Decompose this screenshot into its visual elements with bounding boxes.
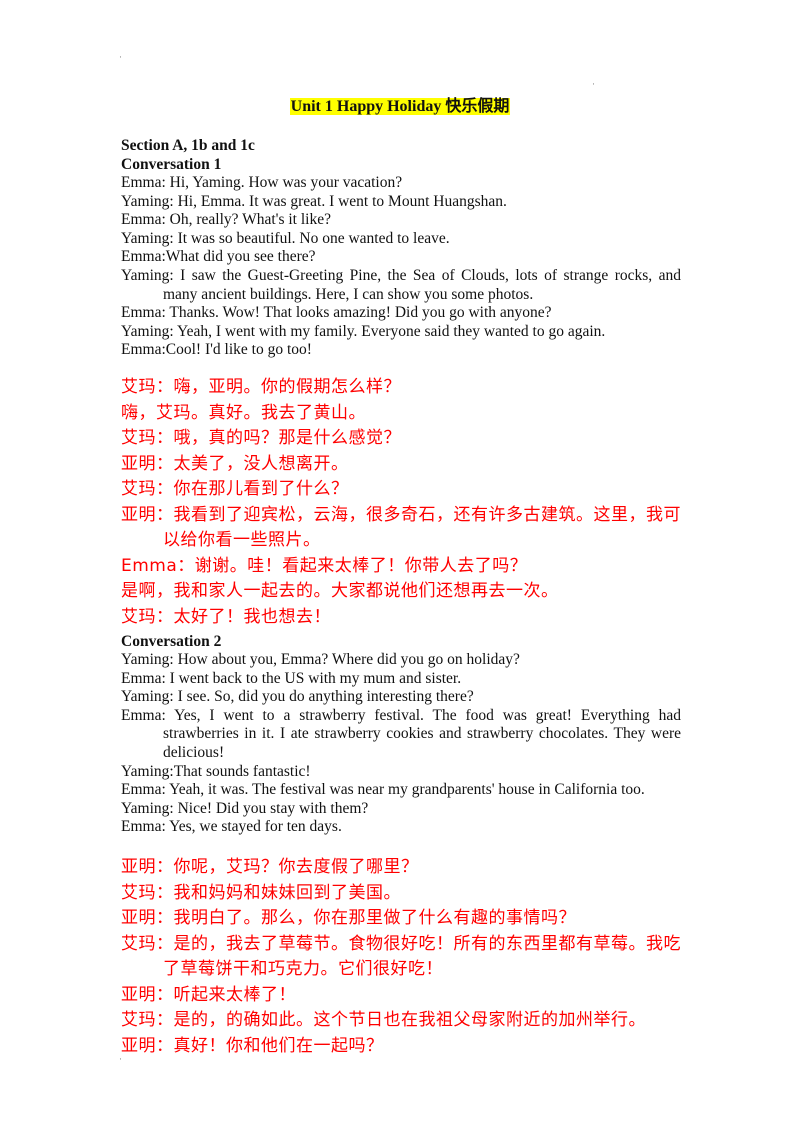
conversation-2-chinese: 亚明：你呢，艾玛？你去度假了哪里？ 艾玛：我和妈妈和妹妹回到了美国。 亚明：我明… bbox=[121, 855, 681, 1059]
translation-line: 亚明：太美了，没人想离开。 bbox=[121, 453, 349, 474]
translation-line: 亚明：我明白了。那么，你在那里做了什么有趣的事情吗？ bbox=[121, 908, 576, 928]
dialogue-line: Yaming: Nice! Did you stay with them? bbox=[121, 799, 369, 817]
dialogue-line: Emma: I went back to the US with my mum … bbox=[121, 669, 462, 687]
page-title: Unit 1 Happy Holiday 快乐假期 bbox=[0, 96, 800, 118]
translation-line: 艾玛：是的，的确如此。这个节日也在我祖父母家附近的加州举行。 bbox=[121, 1010, 646, 1030]
dialogue-line: Yaming:That sounds fantastic! bbox=[121, 762, 311, 780]
translation-line: 艾玛：我和妈妈和妹妹回到了美国。 bbox=[121, 882, 401, 903]
dialogue-line: Emma: Thanks. Wow! That looks amazing! D… bbox=[121, 304, 552, 322]
translation-line: Emma：谢谢。哇！看起来太棒了！你带人去了吗？ bbox=[121, 555, 528, 576]
scan-mark: · bbox=[119, 52, 122, 62]
conversation-2-english: Conversation 2 Yaming: How about you, Em… bbox=[121, 632, 681, 837]
dialogue-english: Yaming: How about you, Emma? Where did y… bbox=[121, 651, 681, 837]
conversation-1-english: Section A, 1b and 1c Conversation 1 Emma… bbox=[121, 136, 681, 360]
translation-line: 亚明：我看到了迎宾松，云海，很多奇石，还有许多古建筑。这里，我可以给你看一些照片… bbox=[121, 504, 681, 551]
dialogue-line: Yaming: I see. So, did you do anything i… bbox=[121, 688, 474, 706]
scan-mark: · bbox=[592, 79, 595, 89]
translation-line: 艾玛：嗨，亚明。你的假期怎么样？ bbox=[121, 377, 401, 397]
translation-line: 艾玛：太好了！我也想去！ bbox=[121, 606, 331, 627]
dialogue-line: Emma: Yes, we stayed for ten days. bbox=[121, 818, 342, 836]
translation-line: 艾玛：是的，我去了草莓节。食物很好吃！所有的东西里都有草莓。我吃了草莓饼干和巧克… bbox=[121, 933, 681, 980]
dialogue-line: Yaming: Yeah, I went with my family. Eve… bbox=[121, 322, 606, 340]
dialogue-line: Yaming: How about you, Emma? Where did y… bbox=[121, 651, 520, 668]
translation-line: 艾玛：你在那儿看到了什么？ bbox=[121, 479, 349, 499]
conversation-1-chinese: 艾玛：嗨，亚明。你的假期怎么样？ 嗨，艾玛。真好。我去了黄山。 艾玛：哦，真的吗… bbox=[121, 375, 681, 630]
dialogue-line: Emma: Yes, I went to a strawberry festiv… bbox=[121, 706, 681, 761]
translation-line: 是啊，我和家人一起去的。大家都说他们还想再去一次。 bbox=[121, 581, 559, 601]
translation-line: 艾玛：哦，真的吗？那是什么感觉？ bbox=[121, 428, 401, 448]
translation-line: 亚明：听起来太棒了！ bbox=[121, 984, 296, 1005]
dialogue-line: Yaming: I saw the Guest-Greeting Pine, t… bbox=[121, 266, 681, 303]
scan-mark: · bbox=[119, 1054, 122, 1064]
dialogue-line: Yaming: Hi, Emma. It was great. I went t… bbox=[121, 192, 507, 210]
translation-line: 亚明：真好！你和他们在一起吗？ bbox=[121, 1035, 384, 1056]
dialogue-line: Emma:What did you see there? bbox=[121, 248, 316, 266]
conversation-1-heading: Conversation 1 bbox=[121, 156, 222, 173]
dialogue-line: Yaming: It was so beautiful. No one want… bbox=[121, 229, 450, 247]
dialogue-line: Emma:Cool! I'd like to go too! bbox=[121, 341, 312, 359]
dialogue-line: Emma: Oh, really? What's it like? bbox=[121, 211, 331, 229]
dialogue-line: Emma: Hi, Yaming. How was your vacation? bbox=[121, 174, 403, 191]
title-highlight: Unit 1 Happy Holiday 快乐假期 bbox=[289, 98, 511, 115]
conversation-2-heading: Conversation 2 bbox=[121, 633, 222, 650]
translation-line: 亚明：你呢，艾玛？你去度假了哪里？ bbox=[121, 857, 419, 877]
dialogue-english: Emma: Hi, Yaming. How was your vacation?… bbox=[121, 174, 681, 360]
translation-line: 嗨，艾玛。真好。我去了黄山。 bbox=[121, 402, 366, 423]
section-heading: Section A, 1b and 1c bbox=[121, 137, 255, 154]
dialogue-line: Emma: Yeah, it was. The festival was nea… bbox=[121, 781, 645, 799]
